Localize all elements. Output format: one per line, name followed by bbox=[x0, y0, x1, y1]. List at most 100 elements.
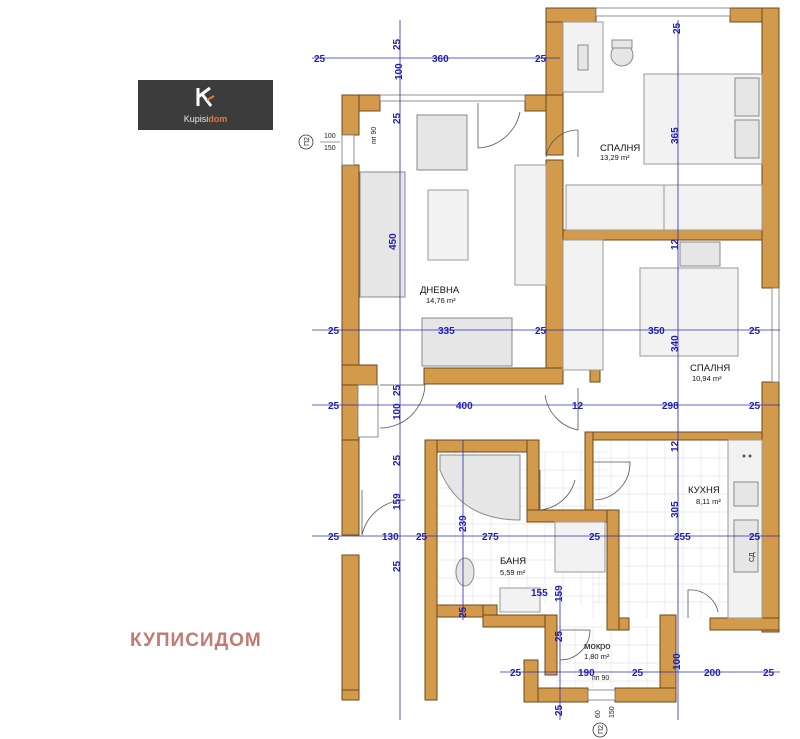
dim-label: 25 bbox=[392, 112, 403, 124]
window-width: 60 bbox=[595, 710, 602, 718]
dim-label: 159 bbox=[392, 493, 403, 510]
window-tag: П2 bbox=[304, 137, 311, 146]
dim-label: 25 bbox=[535, 54, 547, 65]
dim-label: 200 bbox=[704, 668, 721, 679]
dim-label: 25 bbox=[632, 668, 644, 679]
dim-label: 350 bbox=[648, 326, 665, 337]
fridge-label: СД bbox=[749, 552, 756, 562]
dim-label: 450 bbox=[388, 233, 399, 250]
dim-label: 305 bbox=[670, 501, 681, 518]
shower-icon bbox=[554, 521, 606, 573]
monitor-icon bbox=[577, 44, 589, 71]
window-note-left: П2 100 150 пп 90 bbox=[298, 127, 378, 152]
window-height: 150 bbox=[324, 145, 336, 152]
dim-label: 25 bbox=[328, 401, 340, 412]
room-name: КУХНЯ bbox=[688, 485, 720, 496]
dim-label: 25 bbox=[314, 54, 326, 65]
room-area: 1,80 m² bbox=[584, 652, 610, 661]
dim-label: 190 bbox=[578, 668, 595, 679]
window-tag-circle bbox=[298, 134, 314, 150]
chair-back bbox=[611, 39, 633, 49]
dim-label: 298 bbox=[662, 401, 679, 412]
dim-label: 25 bbox=[510, 668, 522, 679]
dimension-lines bbox=[312, 20, 780, 720]
dim-label: 25 bbox=[554, 630, 565, 642]
dim-label: 360 bbox=[432, 54, 449, 65]
dim-label: 25 bbox=[328, 532, 340, 543]
tv-unit bbox=[514, 164, 547, 286]
windows bbox=[341, 7, 780, 701]
room-labels: СПАЛНЯ 13,29 m² ДНЕВНА 14,76 m² СПАЛНЯ 1… bbox=[420, 143, 730, 661]
wardrobe bbox=[562, 239, 604, 371]
dim-label: 155 bbox=[531, 588, 548, 599]
room-name: БАНЯ bbox=[500, 556, 526, 567]
dimension-labels: 25 25 360 25 25 100 25 365 450 12 25 335… bbox=[314, 22, 775, 716]
toilet-icon bbox=[455, 557, 475, 587]
dim-label: 25 bbox=[763, 668, 775, 679]
dim-label: 275 bbox=[482, 532, 499, 543]
dim-label: 100 bbox=[672, 653, 683, 670]
dim-label: 159 bbox=[554, 585, 565, 602]
doors bbox=[361, 103, 719, 661]
coffee-table bbox=[427, 189, 469, 261]
dim-label: 365 bbox=[670, 127, 681, 144]
room-name: мокро bbox=[584, 641, 611, 652]
room-area: 13,29 m² bbox=[600, 153, 630, 162]
dim-label: 25 bbox=[749, 401, 761, 412]
window-tag-circle bbox=[592, 722, 608, 738]
pillow-icon bbox=[734, 77, 760, 117]
dim-label: 25 bbox=[458, 606, 469, 618]
room-area: 10,94 m² bbox=[692, 374, 722, 383]
cooktop-icon bbox=[742, 454, 746, 458]
washbasin-icon bbox=[499, 587, 541, 613]
room-name: ДНЕВНА bbox=[420, 285, 460, 296]
dim-label: 25 bbox=[672, 22, 683, 34]
window-sill: пп 90 bbox=[371, 127, 378, 144]
dim-label: 25 bbox=[749, 326, 761, 337]
dim-label: 25 bbox=[392, 454, 403, 466]
window-height: 150 bbox=[609, 706, 616, 718]
dim-label: 340 bbox=[670, 335, 681, 352]
bathtub-icon bbox=[439, 454, 521, 521]
stove-icon bbox=[733, 519, 759, 573]
pillow-icon bbox=[734, 119, 760, 159]
dim-label: 100 bbox=[392, 403, 403, 420]
dim-label: 25 bbox=[392, 384, 403, 396]
dim-label: 25 bbox=[589, 532, 601, 543]
dim-label: 25 bbox=[392, 38, 403, 50]
nightstand bbox=[679, 241, 721, 267]
room-area: 8,11 m² bbox=[696, 497, 721, 506]
dim-label: 239 bbox=[458, 515, 469, 532]
room-name: СПАЛНЯ bbox=[600, 143, 640, 154]
window-tag: П2 bbox=[598, 725, 605, 734]
watermark-text: КУПИСИДОМ bbox=[130, 630, 262, 651]
dim-label: 335 bbox=[438, 326, 455, 337]
sink-icon bbox=[733, 481, 759, 507]
dim-label: 255 bbox=[674, 532, 691, 543]
brand-logo: Kupisidom bbox=[138, 80, 273, 130]
furniture bbox=[359, 21, 763, 619]
window-width: 100 bbox=[324, 133, 336, 140]
dim-label: 12 bbox=[670, 440, 681, 452]
room-area: 14,76 m² bbox=[426, 296, 456, 305]
dim-label: 100 bbox=[394, 63, 405, 80]
dim-label: 130 bbox=[382, 532, 399, 543]
room-area: 5,59 m² bbox=[500, 568, 526, 577]
dim-label: 12 bbox=[572, 401, 584, 412]
dim-label: 400 bbox=[456, 401, 473, 412]
logo-k-icon bbox=[196, 86, 215, 107]
logo-brand-text: Kupisidom bbox=[183, 114, 228, 124]
room-name: СПАЛНЯ bbox=[690, 363, 730, 374]
dim-label: 25 bbox=[328, 326, 340, 337]
armchair-icon bbox=[416, 114, 468, 171]
bed bbox=[639, 267, 739, 357]
sofa-icon bbox=[421, 317, 513, 367]
dim-label: 12 bbox=[670, 238, 681, 250]
window-note-bottom: П2 60 150 пп 90 bbox=[592, 675, 616, 738]
dim-label: 25 bbox=[554, 704, 565, 716]
dim-label: 25 bbox=[392, 560, 403, 572]
walls bbox=[341, 7, 780, 703]
dim-label: 25 bbox=[535, 326, 547, 337]
dim-label: 25 bbox=[749, 532, 761, 543]
